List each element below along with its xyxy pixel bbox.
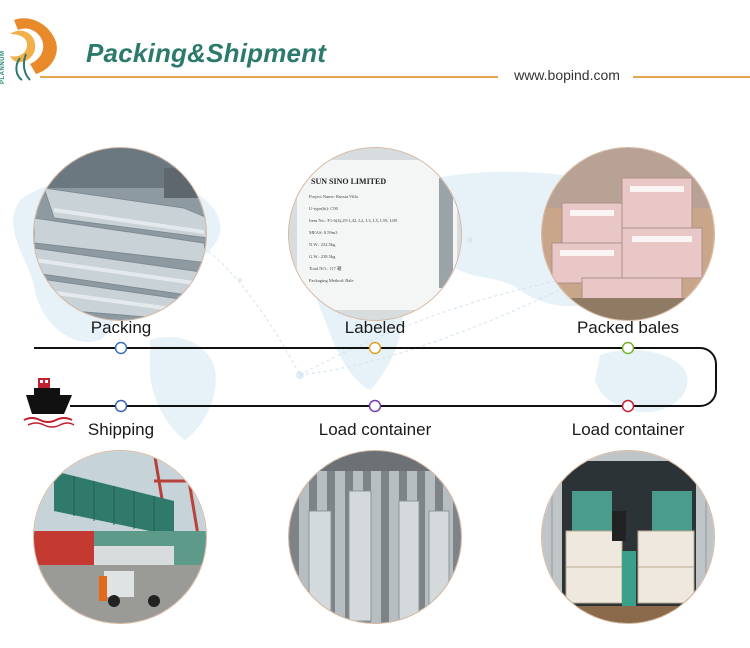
- stage-dot-packing: [114, 341, 128, 355]
- company-logo: [10, 18, 57, 81]
- stage-dot-load-container-1: [368, 399, 382, 413]
- header-rule-right: [633, 76, 750, 78]
- stage-label-load-container-2: Load container: [571, 420, 685, 439]
- stage-label-labeled: Labeled: [344, 318, 406, 337]
- stage-dot-packed-bales: [621, 341, 635, 355]
- label-line: Total NO.: 117 箱: [309, 265, 342, 272]
- ship-icon: [23, 378, 75, 428]
- stage-dot-shipping: [114, 399, 128, 413]
- label-line: Packaging Method: Bale: [309, 278, 354, 283]
- label-line: G.W.: 238.5kg: [309, 254, 336, 259]
- label-line: MEAS: 0.59m3: [309, 230, 338, 235]
- stage-label-load-container-1: Load container: [318, 420, 432, 439]
- stage-dot-load-container-2: [621, 399, 635, 413]
- page-title: Packing&Shipment: [86, 38, 327, 68]
- label-line: Item No.: F1-6(4),29-1,42, L2, L3, L5, L…: [309, 218, 398, 224]
- photo-load-container-1: [288, 450, 462, 624]
- stage-label-packed-bales: Packed bales: [576, 318, 680, 337]
- photo-packing: [33, 147, 207, 321]
- label-company: SUN SINO LIMITED: [311, 177, 386, 186]
- website-link[interactable]: www.bopind.com: [514, 67, 620, 83]
- stage-label-shipping: Shipping: [87, 420, 155, 439]
- header-rule-left: [40, 76, 498, 78]
- stage-label-packing: Packing: [90, 318, 152, 337]
- photo-load-container-2: [541, 450, 715, 624]
- label-line: Project Name: Russia Villa: [309, 194, 358, 199]
- photo-labeled: SUN SINO LIMITED Project Name: Russia Vi…: [288, 147, 462, 321]
- stage-dot-labeled: [368, 341, 382, 355]
- label-line: U-type(hi): C90: [309, 206, 339, 211]
- label-line: N.W.: 232.5kg: [309, 242, 336, 247]
- photo-shipping: [33, 450, 207, 624]
